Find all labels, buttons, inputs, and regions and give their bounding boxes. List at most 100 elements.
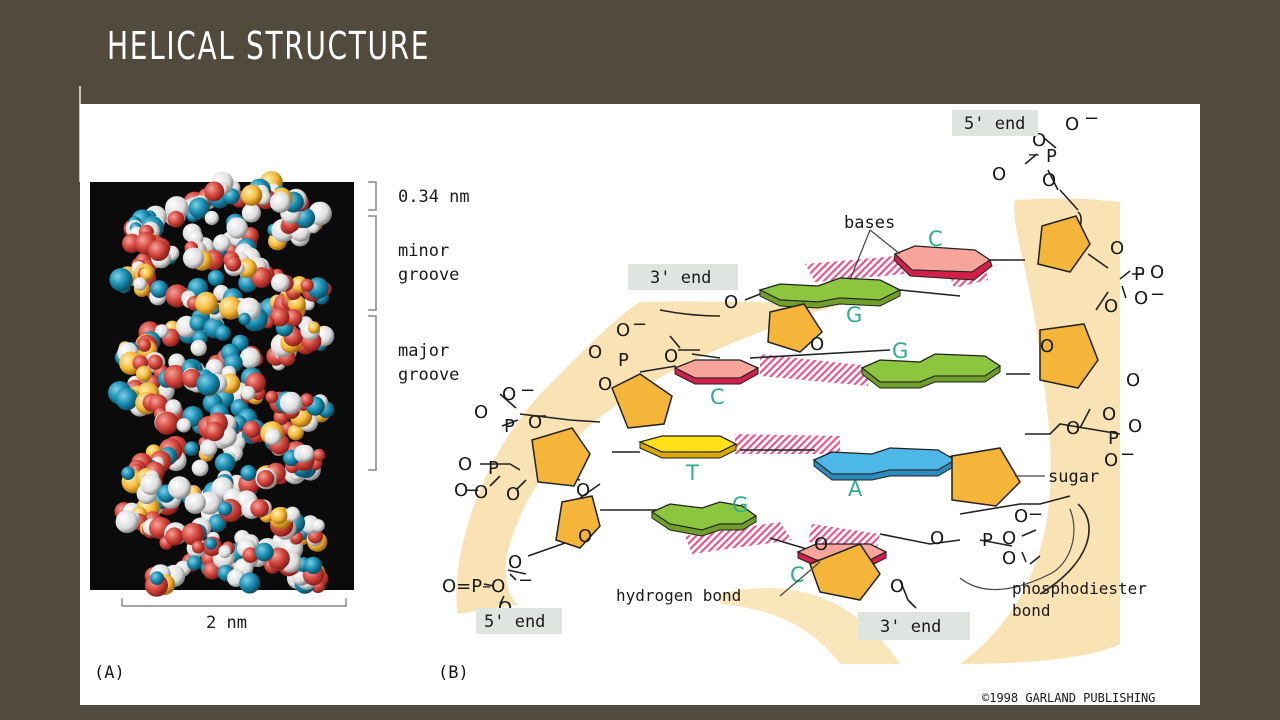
svg-text:O: O: [528, 412, 542, 433]
svg-text:O: O: [458, 454, 472, 475]
atom-sphere: [150, 280, 169, 298]
cytosine-left-edge: [674, 367, 759, 385]
atom-sphere: [207, 269, 224, 287]
atom-sphere: [241, 386, 256, 401]
atom-sphere: [189, 314, 208, 332]
atom-sphere: [135, 365, 152, 382]
atom-sphere: [297, 444, 315, 462]
atom-sphere: [204, 537, 217, 550]
sugar-3: [1039, 323, 1099, 389]
hbond-callout: [779, 561, 821, 597]
atom-sphere: [155, 411, 179, 435]
space-filling-model: [90, 171, 354, 597]
svg-text:O: O: [1065, 114, 1079, 135]
width-bracket: [121, 598, 347, 607]
atom-sphere: [240, 465, 257, 481]
svg-text:−: −: [632, 314, 647, 335]
svg-text:O: O: [1150, 262, 1164, 283]
atom-sphere: [279, 391, 303, 415]
svg-text:O: O: [1002, 528, 1016, 549]
sugar-8: [809, 543, 881, 601]
base-letter-c-top: C: [928, 227, 943, 251]
five-prime-end-top-box: [952, 110, 1038, 136]
dna-figure: 0.34 nm minor groove major groove 2 nm (…: [80, 104, 1200, 705]
svg-text:O: O: [506, 484, 520, 505]
hbond-gc-low: [685, 522, 792, 554]
atom-sphere: [196, 372, 220, 396]
svg-text:−: −: [520, 380, 535, 401]
atom-sphere: [270, 307, 290, 327]
bases-callout: [849, 229, 901, 281]
atom-sphere: [167, 210, 185, 228]
svg-text:P: P: [1108, 428, 1119, 449]
three-prime-end-left-box: [628, 264, 738, 290]
sugar-6: [951, 447, 1021, 507]
svg-text:O: O: [1104, 296, 1118, 317]
three-prime-end-left: 3' end: [650, 268, 711, 288]
sugar-1: [1037, 215, 1091, 273]
svg-text:O: O: [578, 526, 592, 547]
svg-text:P: P: [982, 530, 993, 551]
svg-text:−: −: [518, 570, 533, 591]
phosphodiester-label-1: phosphodiester: [1012, 579, 1147, 598]
sugars: [531, 215, 1099, 601]
atom-sphere: [176, 418, 191, 433]
atom-sphere: [133, 277, 147, 291]
backbone-ribbons: [456, 198, 1120, 664]
major-groove-label-2: groove: [398, 365, 459, 385]
panel-b-label: (B): [438, 663, 469, 683]
atom-sphere: [204, 210, 219, 226]
atom-sphere: [239, 572, 261, 594]
atom-sphere: [137, 338, 151, 352]
svg-text:−: −: [1028, 504, 1043, 525]
svg-text:O: O: [1042, 170, 1056, 191]
base-letter-g-right: G: [892, 339, 908, 363]
atom-sphere: [140, 473, 162, 495]
phosphodiester-arc: [959, 508, 1075, 591]
svg-text:O: O: [474, 482, 488, 503]
atom-sphere: [312, 448, 326, 462]
atom-sphere: [150, 571, 164, 585]
svg-text:O: O: [588, 342, 602, 363]
rise-bracket: [368, 181, 377, 211]
base-letter-c-bottom: C: [790, 563, 805, 587]
bases-label: bases: [844, 213, 895, 233]
panel-a-brackets: [121, 181, 377, 607]
atom-sphere: [218, 545, 232, 558]
base-letter-g-upper: G: [846, 303, 862, 327]
atom-sphere: [191, 459, 209, 477]
base-letter-g-lower: G: [732, 493, 748, 517]
atom-sphere: [242, 420, 261, 439]
atom-sphere: [204, 181, 225, 202]
atom-sphere: [188, 197, 210, 219]
copyright-notice: ©1998 GARLAND PUBLISHING: [982, 691, 1155, 705]
sugar-5: [531, 427, 591, 487]
rise-label: 0.34 nm: [398, 187, 470, 207]
atom-sphere: [250, 499, 269, 518]
atom-sphere: [238, 312, 251, 325]
panel-a-label: (A): [94, 663, 125, 683]
atom-sphere: [109, 268, 133, 292]
svg-text:−: −: [1120, 444, 1135, 465]
atom-sphere: [284, 309, 303, 327]
svg-text:P: P: [1046, 146, 1057, 167]
hydrogen-bonds: [685, 256, 988, 554]
svg-text:O: O: [890, 576, 904, 597]
lower-backbone: [720, 587, 900, 664]
phosphodiester-label-2: bond: [1012, 601, 1051, 620]
five-prime-end-bottom: 5' end: [484, 612, 545, 632]
atom-sphere: [242, 547, 259, 563]
major-groove-bracket: [368, 315, 377, 471]
nucleotide-bases: [638, 245, 1002, 567]
svg-text:O: O: [1102, 404, 1116, 425]
svg-text:O: O: [508, 552, 522, 573]
three-prime-end-bottom: 3' end: [880, 617, 941, 637]
dna-figure-svg: 0.34 nm minor groove major groove 2 nm (…: [90, 108, 1165, 705]
atom-sphere: [213, 234, 231, 252]
hbond-ta: [735, 434, 840, 454]
atom-sphere: [165, 399, 182, 416]
atom-sphere: [204, 421, 225, 442]
atom-sphere: [311, 519, 325, 533]
atom-sphere: [187, 555, 202, 571]
